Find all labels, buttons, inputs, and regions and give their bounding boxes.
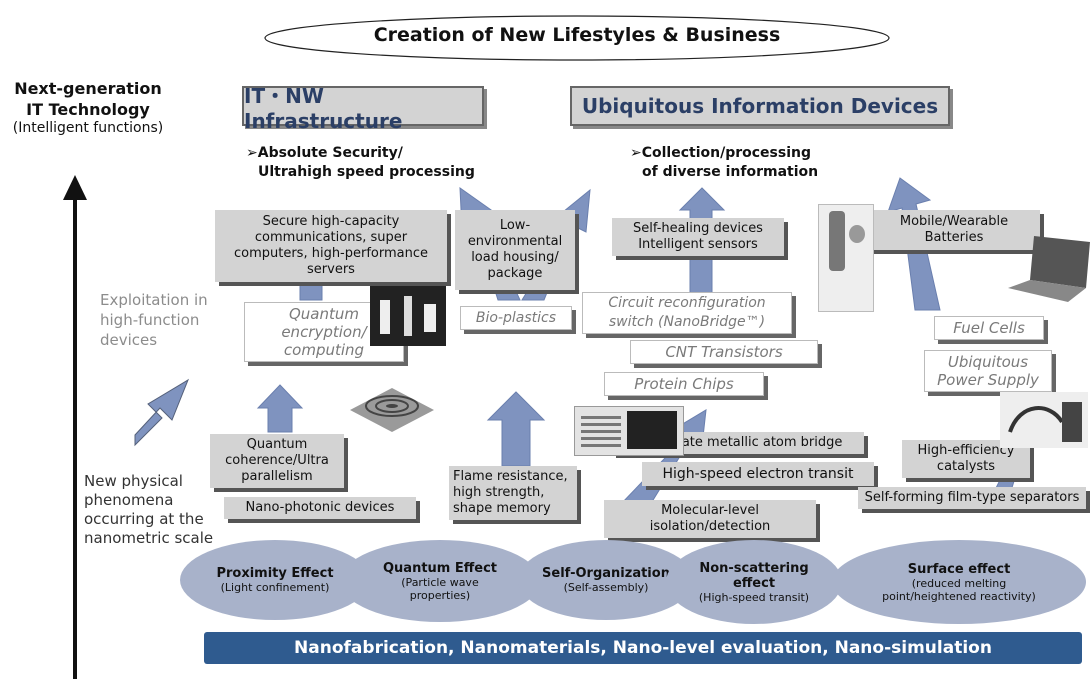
box-bio-plastics: Bio-plastics bbox=[460, 306, 572, 330]
exploitation-arrow bbox=[134, 378, 190, 447]
arrow-flame bbox=[486, 391, 546, 467]
box-cnt-transistors: CNT Transistors bbox=[630, 340, 818, 364]
effect-quantum: Quantum Effect (Particle wave properties… bbox=[340, 540, 540, 622]
box-mobile-batteries: Mobile/Wearable Batteries bbox=[868, 210, 1040, 250]
effect-title: Quantum Effect bbox=[382, 560, 498, 576]
effect-title: Surface effect bbox=[907, 561, 1011, 577]
quantum-dot-image bbox=[350, 388, 434, 432]
effect-proximity: Proximity Effect (Light confinement) bbox=[180, 540, 370, 620]
quantum-chip-image bbox=[370, 286, 446, 346]
box-protein-chips: Protein Chips bbox=[604, 372, 764, 396]
effect-self-organization: Self-Organization (Self-assembly) bbox=[518, 540, 694, 620]
box-high-speed: High-speed electron transit bbox=[642, 462, 874, 486]
box-self-forming: Self-forming film-type separators bbox=[858, 487, 1086, 509]
goal-security-line2: Ultrahigh speed processing bbox=[258, 164, 475, 180]
box-quantum-coherence: Quantum coherence/Ultra parallelism bbox=[210, 434, 344, 488]
axis-top-label-line1: Next-generation bbox=[14, 79, 162, 98]
box-ubiquitous-power: Ubiquitous Power Supply bbox=[924, 350, 1052, 392]
box-fuel-cells: Fuel Cells bbox=[934, 316, 1044, 340]
axis-top-sublabel: (Intelligent functions) bbox=[12, 120, 164, 136]
fuel-cell-image bbox=[1000, 392, 1088, 448]
mobile-devices-image bbox=[818, 204, 874, 312]
effect-sub: (Self-assembly) bbox=[563, 581, 649, 594]
exploitation-label: Exploitation in high-function devices bbox=[100, 291, 208, 349]
goal-security: ➢Absolute Security/ Ultrahigh speed proc… bbox=[246, 144, 475, 182]
effect-sub: (Light confinement) bbox=[220, 581, 330, 594]
effect-non-scattering: Non-scattering effect (High-speed transi… bbox=[666, 540, 842, 624]
header-infrastructure: IT・NW Infrastructure bbox=[242, 84, 484, 133]
goal-collection: ➢Collection/processing of diverse inform… bbox=[630, 144, 818, 182]
goal-collection-line1: Collection/processing bbox=[641, 145, 811, 161]
effect-title: Self-Organization bbox=[542, 566, 670, 581]
effect-sub: (High-speed transit) bbox=[698, 590, 810, 604]
effect-surface: Surface effect (reduced melting point/he… bbox=[832, 540, 1086, 624]
bullet-icon: ➢ bbox=[630, 145, 642, 161]
header-devices: Ubiquitous Information Devices bbox=[570, 86, 950, 126]
protein-chip-image bbox=[574, 406, 684, 456]
goal-security-line1: Absolute Security/ bbox=[257, 145, 403, 161]
box-secure-communications: Secure high-capacity communications, sup… bbox=[215, 210, 447, 282]
box-circuit-reconfiguration: Circuit reconfiguration switch (NanoBrid… bbox=[582, 292, 792, 334]
box-molecular-level: Molecular-level isolation/detection bbox=[604, 500, 816, 538]
laptop-image bbox=[1008, 236, 1090, 302]
box-self-healing: Self-healing devices Intelligent sensors bbox=[612, 218, 784, 256]
page-title: Creation of New Lifestyles & Business bbox=[373, 24, 781, 46]
bottom-bar: Nanofabrication, Nanomaterials, Nano-lev… bbox=[204, 632, 1082, 664]
effect-title: Non-scattering effect bbox=[699, 560, 809, 591]
phenomena-label: New physical phenomena occurring at the … bbox=[84, 472, 214, 547]
axis-top-label-line2: IT Technology bbox=[26, 100, 150, 119]
effect-title: Proximity Effect bbox=[216, 566, 334, 581]
box-low-environmental: Low-environmental load housing/ package bbox=[455, 210, 575, 290]
goal-collection-line2: of diverse information bbox=[642, 164, 819, 180]
arrow-quantum bbox=[256, 384, 304, 433]
bullet-icon: ➢ bbox=[246, 145, 258, 161]
effect-sub: (reduced melting point/heightened reacti… bbox=[882, 576, 1036, 603]
box-nano-photonic: Nano-photonic devices bbox=[224, 497, 416, 519]
axis-top-label: Next-generation IT Technology bbox=[0, 78, 176, 120]
box-flame-resistance: Flame resistance, high strength, shape m… bbox=[449, 466, 577, 520]
effect-sub: (Particle wave properties) bbox=[401, 575, 479, 602]
vertical-axis-arrow bbox=[63, 175, 87, 679]
